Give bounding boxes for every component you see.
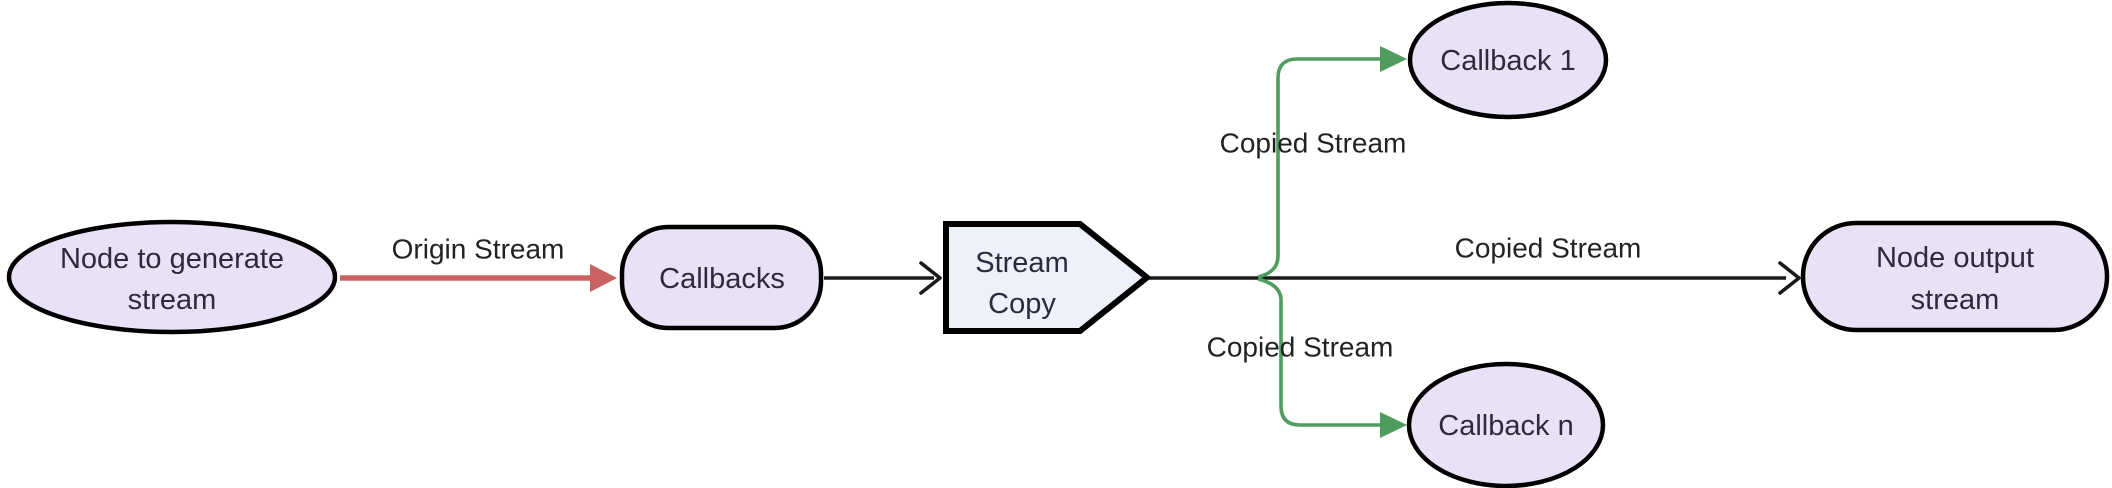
- edge-label-copied-stream-top: Copied Stream: [1220, 128, 1407, 159]
- node-callbacks-shape: [619, 224, 824, 331]
- node-callback-n-shape: [1406, 361, 1606, 488]
- node-stream-copy-label-line2: Copy: [988, 288, 1056, 320]
- edge-label-copied-stream-middle: Copied Stream: [1455, 233, 1642, 264]
- node-stream-copy-label-line1: Stream: [975, 247, 1068, 279]
- edge-copy-to-callback1-line: [1257, 57, 1380, 279]
- arrowhead-copy-to-callback1: [1380, 46, 1407, 72]
- node-stream-copy-shape: [943, 221, 1152, 334]
- edge-label-copied-stream-bottom: Copied Stream: [1207, 332, 1394, 363]
- arrowhead-copy-to-callbackn: [1380, 412, 1407, 438]
- arrowhead-copy-to-output: [1778, 261, 1801, 295]
- edge-label-origin-stream: Origin Stream: [392, 234, 565, 265]
- node-output: Node output stream: [1800, 220, 2110, 333]
- node-callback-1-shape: [1407, 0, 1609, 120]
- node-callback-n: Callback n: [1406, 361, 1606, 488]
- node-callback-1-label: Callback 1: [1440, 45, 1575, 77]
- arrowhead-callbacks-to-copy: [919, 261, 942, 295]
- node-callback-n-label: Callback n: [1438, 410, 1573, 442]
- node-callbacks-label: Callbacks: [659, 263, 785, 295]
- node-generator-label-line2: stream: [128, 284, 217, 316]
- node-generator-shape: [6, 219, 338, 335]
- node-output-shape: [1800, 220, 2110, 333]
- edge-copy-to-callbackn-line: [1257, 277, 1380, 427]
- node-output-label-line1: Node output: [1876, 242, 2034, 274]
- node-output-label-line2: stream: [1911, 284, 2000, 316]
- arrowhead-origin-stream: [590, 264, 617, 292]
- node-callbacks: Callbacks: [619, 224, 824, 331]
- node-generator-label-line1: Node to generate: [60, 243, 284, 275]
- node-stream-copy: Stream Copy: [943, 221, 1152, 334]
- node-callback-1: Callback 1: [1407, 0, 1609, 120]
- node-generator: Node to generate stream: [6, 219, 338, 335]
